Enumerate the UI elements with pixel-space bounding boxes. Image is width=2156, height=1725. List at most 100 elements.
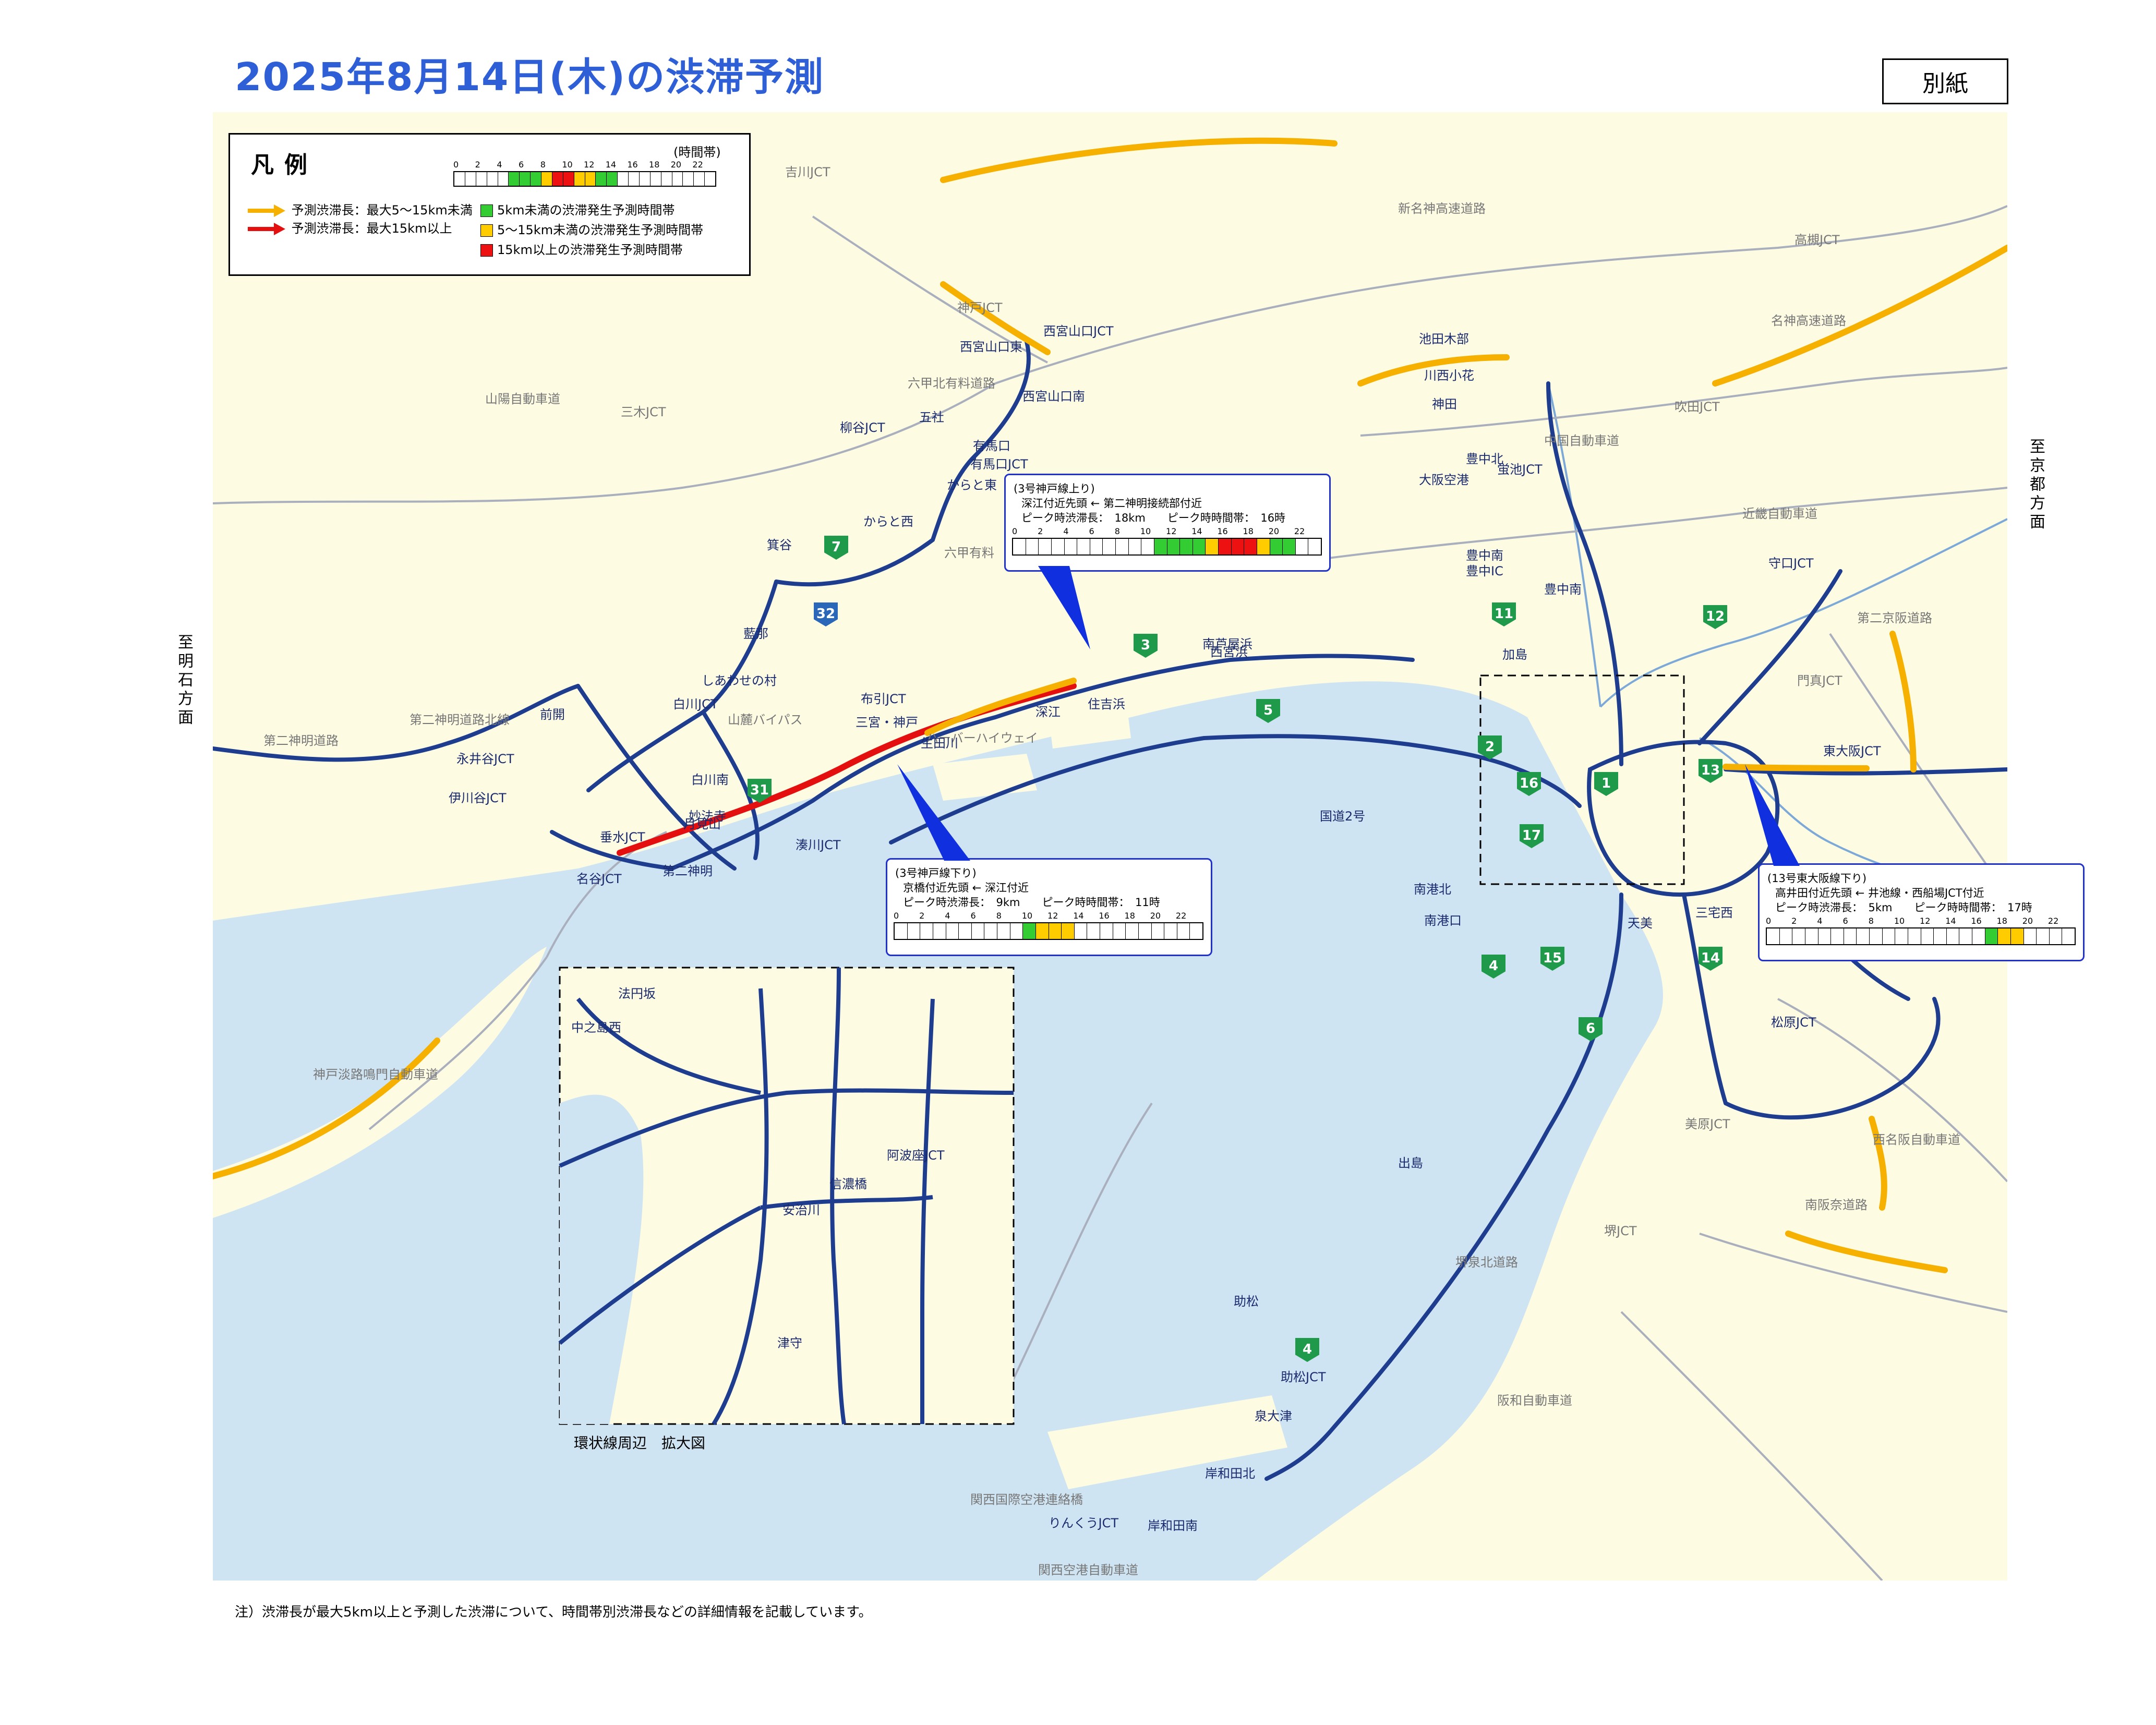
hour-label: 0 — [1766, 916, 1772, 926]
label-os-20: 南港口 — [1424, 913, 1462, 928]
label-os-2: 神田 — [1432, 397, 1457, 412]
hour-cell — [1998, 928, 2011, 944]
label-mihara-jct: 美原JCT — [1685, 1117, 1730, 1131]
label-os-4: 豊中北 — [1466, 452, 1503, 466]
hour-label: 14 — [1191, 526, 1202, 536]
label-kanku-expressway: 関西空港自動車道 — [1038, 1563, 1138, 1577]
inset-label-oohiraki: 中之島西 — [571, 1020, 621, 1035]
label-tarumi-jct: 垂水JCT — [600, 830, 645, 845]
label-rokko-north: 六甲北有料道路 — [908, 376, 995, 391]
label-higashiosaka-jct: 東大阪JCT — [1823, 744, 1881, 758]
local-roads — [213, 205, 2007, 1581]
hour-label: 4 — [1817, 916, 1823, 926]
label-os-47: 天美 — [1628, 916, 1653, 931]
legend-title: 凡例 — [251, 152, 318, 178]
hour-label: 20 — [1150, 911, 1161, 921]
hour-label: 14 — [1073, 911, 1084, 921]
hour-label: 0 — [894, 911, 899, 921]
hour-cell — [1049, 923, 1062, 939]
hour-cell — [454, 172, 465, 186]
label-nishi-meihan: 西名阪自動車道 — [1873, 1132, 1960, 1147]
page-title: 2025年8月14日(木)の渋滞予測 — [235, 55, 825, 100]
label-takatsuki-jct: 高槻JCT — [1794, 233, 1840, 247]
hour-cell — [1870, 928, 1883, 944]
hour-label: 22 — [1294, 526, 1305, 536]
route-4-south-shield: 4 — [1295, 1338, 1319, 1362]
label-st-13: 妙法寺 — [689, 809, 726, 824]
hour-label: 2 — [475, 160, 480, 170]
hour-cell — [607, 172, 618, 186]
callout-kobe3-up-title: (3号神戸線上り) — [1014, 482, 1095, 495]
hour-cell — [520, 172, 531, 186]
legend-red-row: 予測渋滞長：最大15km以上 — [246, 218, 452, 236]
hour-cell — [1013, 539, 1026, 554]
legend-red-label: 予測渋滞長：最大15km以上 — [291, 221, 452, 236]
hour-label: 2 — [1038, 526, 1043, 536]
hour-cell — [1180, 539, 1193, 554]
awaji-island — [213, 947, 547, 1218]
hour-label: 22 — [1175, 911, 1187, 921]
hour-cell — [2023, 928, 2037, 944]
hour-cell — [1283, 539, 1296, 554]
hour-cell — [1959, 928, 1972, 944]
hour-label: 16 — [1217, 526, 1228, 536]
callout-higashiosaka13-section: 高井田付近先頭 ← 井池線・西船場JCT付近 — [1775, 887, 1984, 899]
hour-cell — [1026, 539, 1039, 554]
legend-orange-label: 予測渋滞長：最大5～15km未満 — [291, 203, 473, 218]
hour-cell — [2049, 928, 2063, 944]
label-kinki: 近畿自動車道 — [1742, 506, 1817, 521]
route-5-shield: 5 — [1256, 699, 1280, 723]
hour-cell — [1062, 923, 1075, 939]
callout-kobe3-down-pointer — [897, 764, 970, 861]
hour-cell — [1090, 539, 1103, 554]
hour-label: 20 — [2022, 916, 2033, 926]
label-st-16: 月見山 — [683, 817, 721, 831]
hour-cell — [1023, 923, 1036, 939]
label-nunobiki-jct: 布引JCT — [861, 692, 906, 706]
route-32-shield: 32 — [814, 602, 838, 626]
label-ikeda-kibe: 池田木部 — [1419, 332, 1469, 346]
label-hanwa: 阪和自動車道 — [1497, 1393, 1572, 1408]
hour-cell — [683, 172, 694, 186]
callout-higashiosaka13-down[interactable]: (13号東大阪線下り) 高井田付近先頭 ← 井池線・西船場JCT付近 ピーク時渋… — [1758, 863, 2085, 961]
hour-cell — [1164, 923, 1177, 939]
hour-label: 12 — [1047, 911, 1058, 921]
hour-cell — [1805, 928, 1818, 944]
right-direction-label: 至京都方面 — [2027, 438, 2045, 532]
hour-cell — [694, 172, 705, 186]
label-st-1: 西宮山口南 — [1022, 389, 1085, 404]
label-sanyo: 山陽自動車道 — [485, 392, 560, 406]
legend-time-unit: (時間帯) — [673, 145, 721, 160]
callout-higashiosaka13-peak: ピーク時渋滞長： 5km ピーク時時間帯： 17時 — [1775, 901, 2032, 914]
hour-cell — [1064, 539, 1078, 554]
label-st-28: 南芦屋浜 — [1202, 637, 1252, 652]
label-kobe-jct: 神戸JCT — [957, 300, 1003, 315]
callout-kobe3-up[interactable]: (3号神戸線上り) 深江付近先頭 ← 第二神明接続部付近 ピーク時渋滞長： 18… — [1004, 474, 1331, 572]
left-direction-label: 至明石方面 — [175, 634, 193, 728]
hour-cell — [476, 172, 487, 186]
hour-label: 2 — [1791, 916, 1797, 926]
label-kobe-awaji-naruto: 神戸淡路鳴門自動車道 — [313, 1067, 438, 1082]
hour-cell — [705, 172, 715, 186]
hour-cell — [1244, 539, 1257, 554]
hour-cell — [672, 172, 683, 186]
hour-label: 16 — [1971, 916, 1982, 926]
label-st-3: 有馬口 — [973, 439, 1010, 453]
hour-cell — [1103, 539, 1116, 554]
label-minami-hanna: 南阪奈道路 — [1805, 1198, 1868, 1212]
hour-cell — [1767, 928, 1780, 944]
label-yokawa-jct: 吉川JCT — [785, 165, 830, 179]
hour-cell — [1308, 539, 1321, 554]
hour-cell — [946, 923, 959, 939]
label-st-0: 西宮山口東 — [960, 340, 1022, 354]
callout-higashiosaka13-title: (13号東大阪線下り) — [1767, 872, 1867, 885]
label-st-2: 五社 — [919, 410, 944, 425]
map-area[interactable]: 7 32 31 3 5 2 16 1 17 13 11 12 4 15 6 14… — [213, 112, 2007, 1581]
kanku-island — [1047, 1395, 1287, 1489]
callout-kobe3-down[interactable]: (3号神戸線下り) 京橋付近先頭 ← 深江付近 ピーク時渋滞長： 9km ピーク… — [886, 858, 1212, 956]
hour-cell — [895, 923, 908, 939]
hour-label: 8 — [996, 911, 1002, 921]
label-st-23: 深江 — [1035, 705, 1061, 719]
